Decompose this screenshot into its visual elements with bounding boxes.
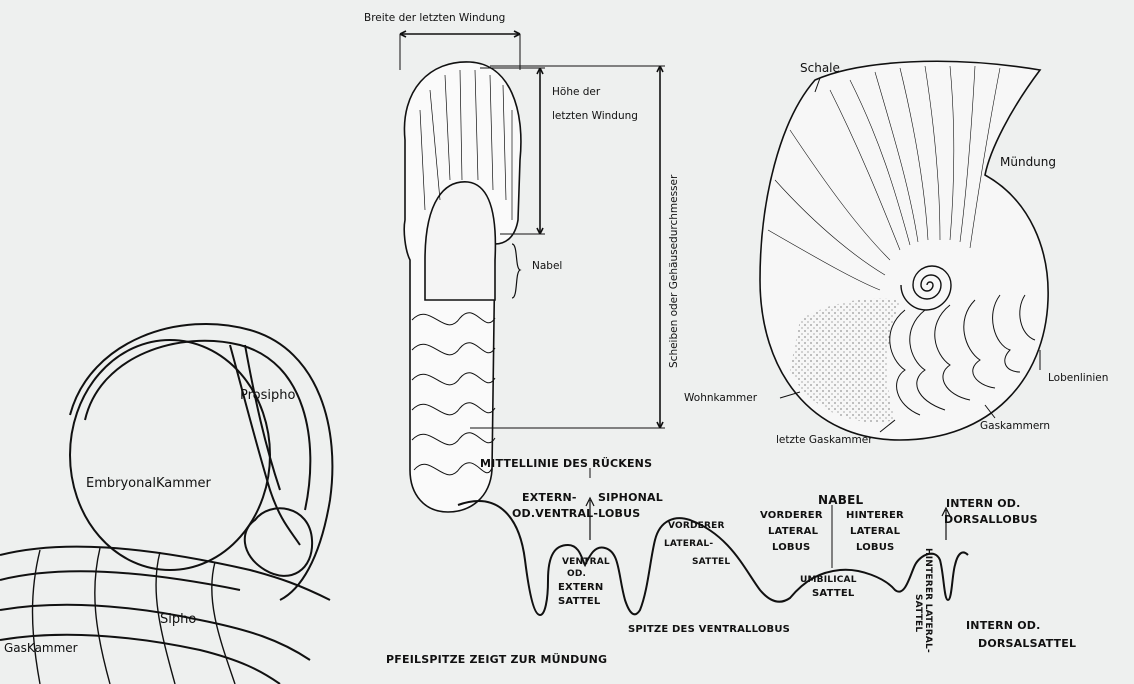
label-vorderer-sattel-3: SATTEL [692, 556, 730, 568]
label-intern-lobus-2: DORSALLOBUS [944, 514, 1038, 526]
label-sipho: Sipho [160, 614, 196, 626]
label-gaskammern: Gaskammern [980, 420, 1050, 432]
label-prosipho: Prosipho [240, 390, 295, 402]
label-vorderer-lobus-3: LOBUS [772, 542, 810, 554]
label-ventral-1: VENTRAL [562, 556, 610, 568]
label-hinterer-lobus-1: HINTERER [846, 510, 904, 522]
label-ventral-4: SATTEL [558, 596, 600, 608]
label-intern-sattel-1: INTERN OD. [966, 620, 1040, 632]
label-nabel-caps: NABEL [818, 494, 863, 506]
embryonic-chamber [0, 324, 332, 684]
label-umbilical-2: SATTEL [812, 588, 854, 600]
label-hoehe-1: Höhe der [552, 86, 600, 98]
label-ventral-2: OD. [567, 568, 586, 580]
label-muendung: Mündung [1000, 156, 1056, 168]
label-vorderer-sattel-1: VORDERER [668, 520, 725, 532]
label-pfeilspitze: PFEILSPITZE ZEIGT ZUR MÜNDUNG [386, 654, 607, 666]
label-extern-1: EXTERN- [522, 492, 577, 504]
label-extern-3: OD.VENTRAL-LOBUS [512, 508, 640, 520]
label-spitze: SPITZE DES VENTRALLOBUS [628, 624, 790, 636]
label-mittellinie: MITTELLINIE DES RÜCKENS [480, 458, 652, 470]
label-umbilical-1: UMBILICAL [800, 574, 857, 586]
label-breite: Breite der letzten Windung [364, 12, 505, 24]
label-ventral-3: EXTERN [558, 582, 603, 594]
label-lobenlinien: Lobenlinien [1048, 372, 1108, 384]
label-vorderer-sattel-2: LATERAL- [664, 538, 713, 550]
label-intern-sattel-2: DORSALSATTEL [978, 638, 1076, 650]
label-letzte-gaskammer: letzte Gaskammer [776, 434, 873, 446]
label-nabel: Nabel [532, 260, 562, 272]
label-hoehe-2: letzten Windung [552, 110, 638, 122]
label-hinterer-sattel-2: SATTEL [912, 594, 924, 632]
label-embryonalkammer: EmbryonalKammer [86, 478, 211, 490]
label-vorderer-lobus-2: LATERAL [768, 526, 818, 538]
label-wohnkammer: Wohnkammer [684, 392, 757, 404]
label-extern-2: SIPHONAL [598, 492, 663, 504]
side-view-ammonite [760, 61, 1048, 440]
label-schale: Schale [800, 62, 840, 74]
label-vorderer-lobus-1: VORDERER [760, 510, 823, 522]
label-hinterer-lobus-2: LATERAL [850, 526, 900, 538]
label-hinterer-lobus-3: LOBUS [856, 542, 894, 554]
label-gaskammer: GasKammer [4, 642, 78, 654]
label-intern-lobus-1: INTERN OD. [946, 498, 1020, 510]
label-durchmesser: Scheiben oder Gehäusedurchmesser [668, 175, 680, 368]
